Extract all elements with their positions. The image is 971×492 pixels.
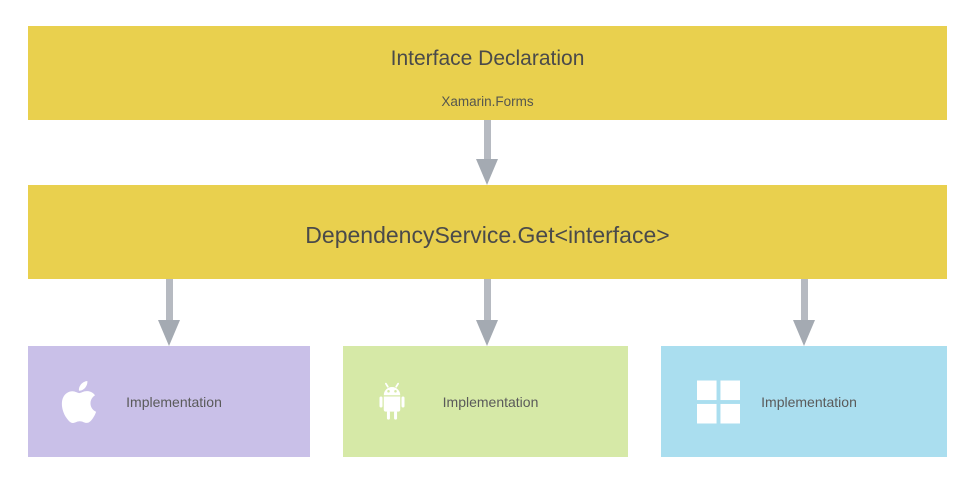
- interface-declaration-title: Interface Declaration: [390, 47, 585, 70]
- windows-implementation-label: Implementation: [761, 393, 857, 410]
- apple-icon: [58, 376, 100, 428]
- arrow-down-icon: [476, 279, 498, 346]
- dependency-service-box: DependencyService.Get<interface>: [28, 185, 947, 279]
- windows-implementation-box: Implementation: [661, 346, 947, 457]
- arrow-head: [793, 320, 815, 346]
- dependency-service-title: DependencyService.Get<interface>: [305, 221, 670, 248]
- android-icon: [373, 380, 411, 424]
- android-implementation-label: Implementation: [442, 393, 539, 410]
- ios-implementation-label: Implementation: [126, 393, 222, 410]
- windows-icon: [697, 380, 740, 423]
- arrow-head: [158, 320, 180, 346]
- arrow-down-icon: [793, 279, 815, 346]
- xamarin-forms-subtitle: Xamarin.Forms: [441, 94, 534, 109]
- arrow-shaft: [800, 279, 808, 320]
- ios-implementation-box: Implementation: [28, 346, 310, 457]
- arrow-head: [476, 320, 498, 346]
- android-implementation-box: Implementation: [343, 346, 628, 457]
- interface-declaration-box: Interface Declaration Xamarin.Forms: [28, 26, 947, 120]
- arrow-shaft: [165, 279, 173, 320]
- arrow-head: [476, 159, 498, 185]
- arrow-down-icon: [158, 279, 180, 346]
- arrow-shaft: [483, 120, 491, 159]
- arrow-down-icon: [476, 120, 498, 185]
- arrow-shaft: [483, 279, 491, 320]
